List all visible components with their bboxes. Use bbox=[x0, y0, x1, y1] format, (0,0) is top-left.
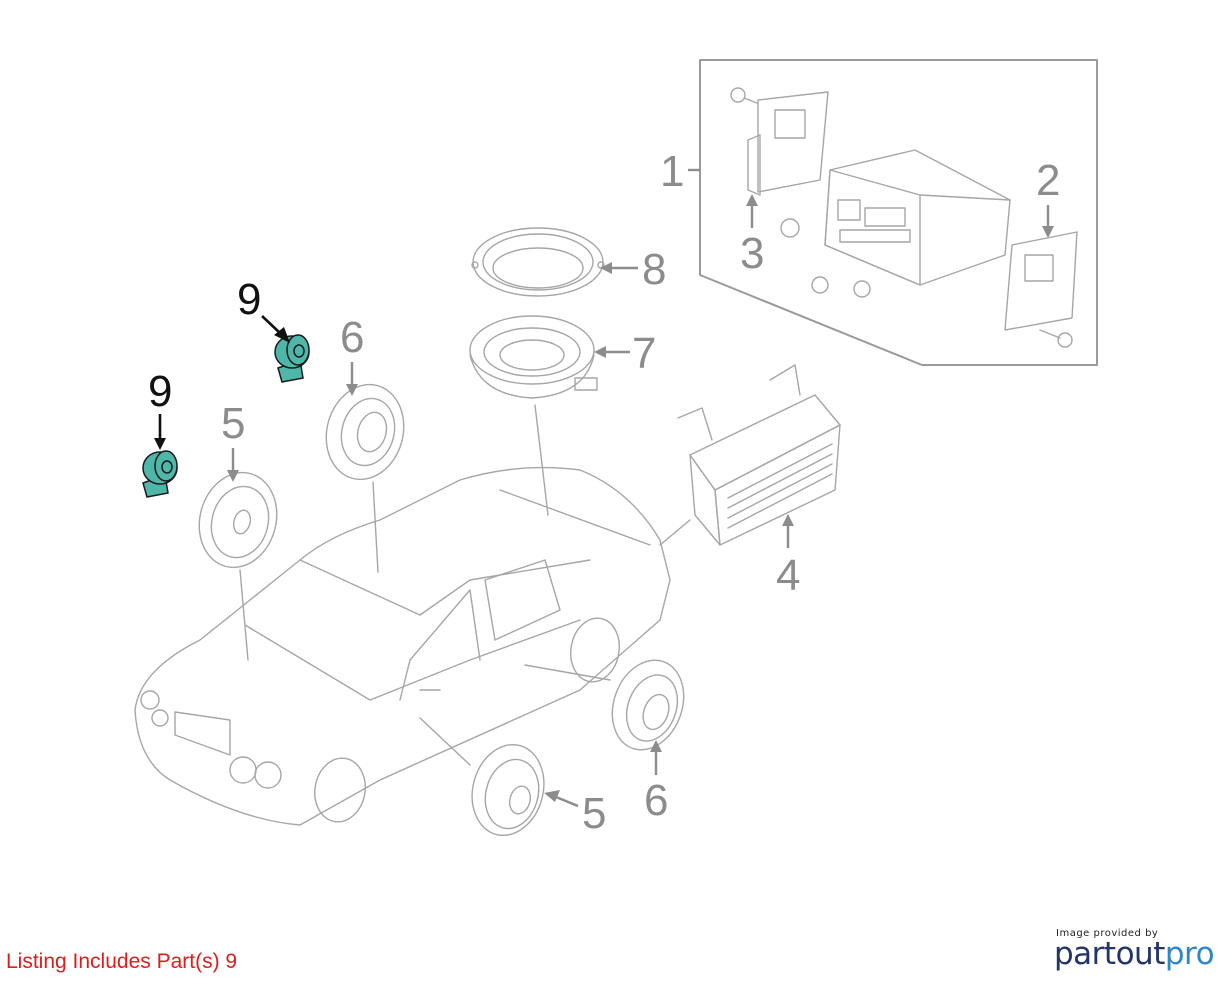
speaker-7 bbox=[469, 315, 598, 399]
part-9-upper bbox=[274, 334, 310, 383]
callout-1: 1 bbox=[660, 147, 684, 196]
speaker-8 bbox=[471, 227, 605, 297]
callout-8: 8 bbox=[642, 245, 666, 294]
speaker-5-upper bbox=[198, 471, 278, 569]
brand-name-part1: partout bbox=[1054, 936, 1165, 972]
callout-6-lower: 6 bbox=[644, 776, 668, 825]
amplifier bbox=[659, 364, 841, 546]
callout-2: 2 bbox=[1036, 156, 1060, 205]
leader-lines bbox=[239, 404, 611, 766]
callout-9-upper: 9 bbox=[237, 275, 261, 324]
part-9-lower bbox=[142, 450, 178, 498]
callout-9-lower: 9 bbox=[148, 367, 172, 416]
brand-name-part2: pro bbox=[1164, 936, 1215, 972]
callout-4: 4 bbox=[776, 551, 800, 600]
car-outline bbox=[134, 466, 671, 826]
speaker-6-upper bbox=[325, 383, 405, 481]
callout-5-upper: 5 bbox=[221, 399, 245, 448]
callout-6-upper: 6 bbox=[340, 313, 364, 362]
brand-provided-by: Image provided by bbox=[1056, 928, 1159, 939]
callout-3: 3 bbox=[740, 229, 764, 278]
listing-note: Listing Includes Part(s) 9 bbox=[6, 950, 238, 973]
callout-5-lower: 5 bbox=[582, 789, 606, 838]
brand-logo: partoutpro bbox=[1054, 936, 1215, 972]
callout-arrows bbox=[154, 168, 1054, 808]
head-unit-group bbox=[699, 59, 1098, 366]
callout-7: 7 bbox=[632, 329, 656, 378]
speaker-5-lower bbox=[471, 743, 545, 837]
speaker-6-lower bbox=[611, 659, 685, 751]
